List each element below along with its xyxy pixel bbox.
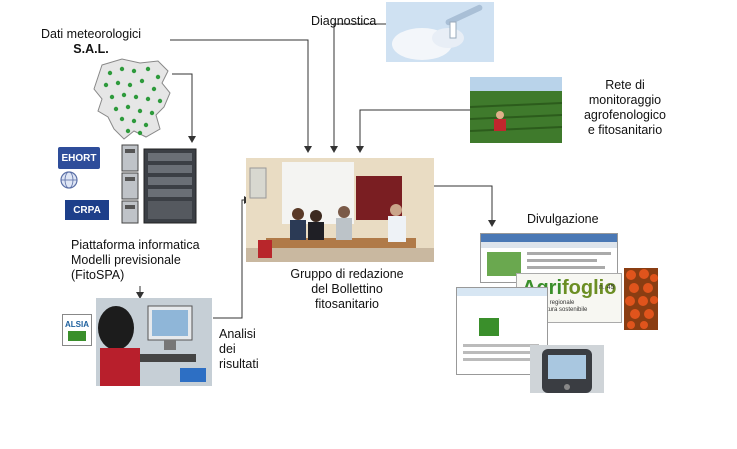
arrow-dati-to-gruppo <box>170 39 312 153</box>
newsletter-text-line <box>463 358 537 361</box>
tomatoes-photo <box>624 268 658 330</box>
globe-logo <box>60 171 78 189</box>
newsletter-text-line <box>463 344 539 347</box>
crpa-logo: CRPA <box>65 200 109 220</box>
basilicata-station-map <box>93 58 171 140</box>
field-monitoring-photo <box>470 77 562 143</box>
newsletter-header <box>457 288 547 296</box>
divulgazione-label: Divulgazione <box>527 212 599 226</box>
arrow-map-to-server <box>172 73 196 143</box>
dati-meteo-line1: Dati meteorologici <box>40 27 142 41</box>
gruppo-label: Gruppo di redazione del Bollettino fitos… <box>290 267 404 311</box>
website-toolbar <box>481 234 617 242</box>
website-text-line <box>527 266 605 269</box>
meeting-photo <box>246 158 434 262</box>
dati-meteo-label: Dati meteorologici S.A.L. <box>30 27 152 57</box>
website-menu <box>481 242 617 248</box>
server-rack-image <box>121 144 197 224</box>
ehort-logo-text: EHORT <box>61 152 97 164</box>
website-banner <box>487 252 521 276</box>
agrifoglio-issue: n. 45 <box>599 284 615 291</box>
mobile-phone-image <box>530 345 604 393</box>
newsletter-logo <box>479 318 499 336</box>
diagnostica-label: Diagnostica <box>311 14 377 28</box>
crpa-logo-text: CRPA <box>73 204 101 216</box>
website-text-line <box>527 259 597 262</box>
dati-meteo-line2: S.A.L. <box>73 42 109 56</box>
piattaforma-label: Piattaforma informatica Modelli previsio… <box>71 238 200 282</box>
analisi-computer-photo <box>96 298 212 386</box>
alsia-logo-mark <box>68 330 86 341</box>
diagnostica-lab-photo <box>386 2 494 62</box>
analisi-label: Analisi dei risultati <box>219 327 259 371</box>
alsia-logo-text: ALSIA <box>65 319 89 329</box>
website-text-line <box>527 252 611 255</box>
arrow-gruppo-to-divulgazione <box>434 185 496 227</box>
arrow-diagnostica-to-gruppo <box>330 23 388 153</box>
alsia-logo: ALSIA <box>62 314 92 346</box>
ehort-logo: EHORT <box>58 147 100 169</box>
newsletter-text-line <box>463 351 533 354</box>
arrow-rete-to-gruppo <box>356 109 470 153</box>
agrifoglio-title-part2: foglio <box>562 277 617 299</box>
rete-label: Rete di monitoraggio agrofenologico e fi… <box>583 78 666 137</box>
